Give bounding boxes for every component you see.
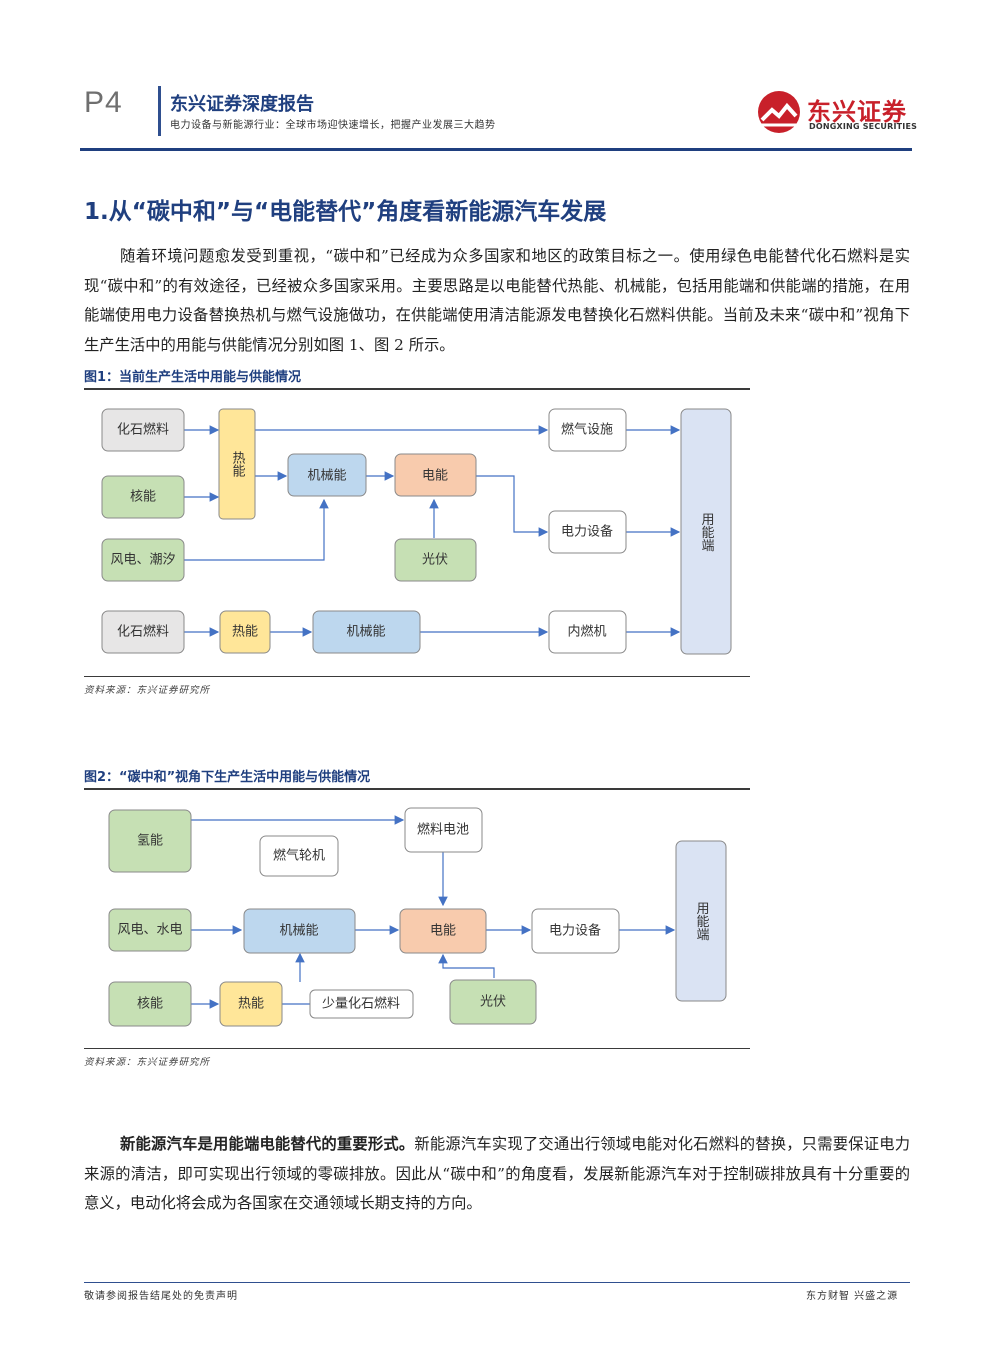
fig2-label-user-end: 用能端 bbox=[694, 902, 710, 941]
figure1-top-rule bbox=[84, 388, 750, 390]
fig2-electric-box bbox=[399, 908, 487, 954]
fig2-label-mechanical: 机械能 bbox=[279, 924, 318, 939]
fig1-label-mechanical2: 机械能 bbox=[346, 625, 385, 640]
fig1-fossil2-box bbox=[101, 610, 185, 654]
conclusion-lead: 新能源汽车是用能端电能替代的重要形式。 bbox=[120, 1135, 415, 1153]
fig2-fuel-cell-box bbox=[404, 807, 483, 853]
conclusion-text: 新能源汽车实现了交通出行领域电能对化石燃料的替换，只需要保证电力来源的清洁，即可… bbox=[84, 1135, 910, 1212]
fig1-label-fossil: 化石燃料 bbox=[117, 422, 169, 438]
fig2-label-fuel-cell: 燃料电池 bbox=[417, 822, 469, 838]
fig1-label-gas-facility: 燃气设施 bbox=[561, 422, 613, 438]
fig2-elec-equipment-box bbox=[531, 908, 620, 954]
fig1-thermal2-box bbox=[219, 610, 271, 654]
footer-disclaimer: 敬请参阅报告结尾处的免责声明 bbox=[84, 1291, 238, 1302]
fig1-thermal-box bbox=[218, 408, 256, 520]
fig2-label-small-fossil: 少量化石燃料 bbox=[322, 996, 400, 1012]
fig1-label-user-end: 用能端 bbox=[699, 513, 715, 552]
figure1-source: 资料来源：东兴证券研究所 bbox=[84, 685, 211, 696]
fig1-mechanical2-box bbox=[312, 610, 421, 654]
conclusion-paragraph: 新能源汽车是用能端电能替代的重要形式。新能源汽车实现了交通出行领域电能对化石燃料… bbox=[84, 1130, 910, 1219]
fig2-label-gas-turbine: 燃气轮机 bbox=[273, 848, 325, 864]
intro-text: 随着环境问题愈发受到重视，“碳中和”已经成为众多国家和地区的政策目标之一。使用绿… bbox=[84, 247, 910, 354]
fig2-wind-box bbox=[108, 908, 192, 952]
figure1-diagram: 化石燃料 核能 风电、潮汐 热能 机械能 电能 光伏 燃气设施 电力设备 用能端… bbox=[101, 408, 732, 655]
fig1-label-pv: 光伏 bbox=[422, 553, 448, 568]
fig2-user-end-box bbox=[675, 840, 727, 1002]
footer-rule bbox=[84, 1282, 910, 1283]
fig2-label-thermal: 热能 bbox=[238, 997, 264, 1012]
fig2-gas-turbine-box bbox=[259, 835, 339, 877]
header-rule bbox=[80, 148, 912, 151]
figure2-top-rule bbox=[84, 788, 750, 790]
fig2-label-hydrogen: 氢能 bbox=[137, 834, 163, 849]
fig2-nuclear-box bbox=[108, 981, 192, 1027]
fig1-label-electric: 电能 bbox=[422, 469, 448, 484]
intro-paragraph: 随着环境问题愈发受到重视，“碳中和”已经成为众多国家和地区的政策目标之一。使用绿… bbox=[84, 242, 910, 360]
fig1-ice-box bbox=[548, 610, 627, 654]
fig1-gas-facility-box bbox=[548, 408, 627, 452]
fig2-mechanical-box bbox=[243, 908, 356, 954]
fig2-label-nuclear: 核能 bbox=[137, 997, 163, 1012]
fig1-label-mechanical: 机械能 bbox=[307, 469, 346, 484]
fig1-elec-equipment-box bbox=[548, 510, 627, 554]
fig2-label-elec-equipment: 电力设备 bbox=[549, 923, 601, 939]
figure2-bottom-rule bbox=[84, 1048, 750, 1049]
fig1-fossil-box bbox=[101, 408, 185, 452]
figure2-diagram: 氢能 燃气轮机 燃料电池 风电、水电 机械能 电能 电力设备 用能端 核能 热能… bbox=[108, 807, 727, 1027]
fig1-label-ice: 内燃机 bbox=[567, 624, 606, 640]
logo-name: 东兴证券 bbox=[807, 98, 907, 126]
footer-slogan: 东方财智 兴盛之源 bbox=[806, 1291, 899, 1302]
fig2-small-fossil-box bbox=[309, 989, 414, 1019]
report-subtitle: 电力设备与新能源行业：全球市场迎快速增长，把握产业发展三大趋势 bbox=[170, 120, 496, 131]
logo-english: DONGXING SECURITIES bbox=[809, 122, 918, 131]
section-title: 1.从“碳中和”与“电能替代”角度看新能源汽车发展 bbox=[84, 199, 607, 225]
dongxing-logo-icon bbox=[758, 91, 800, 133]
fig2-pv-box bbox=[449, 979, 537, 1025]
fig1-label-fossil2: 化石燃料 bbox=[117, 624, 169, 640]
page-number: P4 bbox=[84, 86, 123, 119]
fig1-electric-box bbox=[394, 453, 477, 497]
fig1-nuclear-box bbox=[101, 475, 185, 519]
fig1-user-end-box bbox=[680, 408, 732, 655]
fig1-label-thermal: 热能 bbox=[230, 451, 246, 477]
fig1-label-nuclear: 核能 bbox=[130, 490, 156, 505]
fig2-label-pv: 光伏 bbox=[480, 995, 506, 1010]
header-divider bbox=[158, 86, 161, 136]
fig1-wind-box bbox=[101, 538, 185, 582]
fig1-label-thermal2: 热能 bbox=[232, 625, 258, 640]
report-title: 东兴证券深度报告 bbox=[170, 94, 314, 115]
fig1-pv-box bbox=[394, 538, 477, 582]
figure2-source: 资料来源：东兴证券研究所 bbox=[84, 1057, 211, 1068]
figure1-bottom-rule bbox=[84, 676, 750, 677]
fig2-label-wind: 风电、水电 bbox=[117, 923, 182, 938]
fig1-label-elec-equipment: 电力设备 bbox=[561, 524, 613, 540]
figure1-caption: 图1：当前生产生活中用能与供能情况 bbox=[84, 370, 302, 385]
fig2-hydrogen-box bbox=[108, 809, 192, 873]
fig1-mechanical-box bbox=[287, 453, 367, 497]
fig2-thermal-box bbox=[219, 981, 283, 1027]
fig1-label-wind: 风电、潮汐 bbox=[110, 552, 175, 568]
fig2-label-electric: 电能 bbox=[430, 924, 456, 939]
figure2-caption: 图2：“碳中和”视角下生产生活中用能与供能情况 bbox=[84, 770, 371, 785]
